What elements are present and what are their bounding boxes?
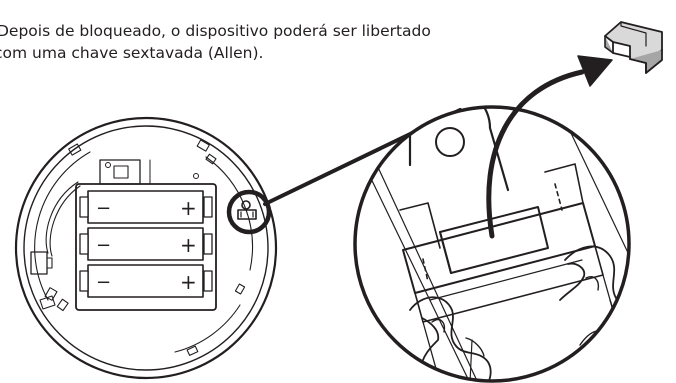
side-clip — [30, 251, 48, 275]
wire — [45, 181, 81, 257]
instruction-caption: Depois de bloqueado, o dispositivo poder… — [0, 20, 520, 64]
battery-cell: −+ — [79, 264, 213, 298]
battery-negative-label: − — [96, 272, 111, 293]
battery-contact — [203, 270, 213, 292]
ring-tab — [186, 345, 199, 356]
battery-contact — [79, 196, 89, 218]
battery-body — [87, 227, 204, 261]
device-outer-ring — [14, 116, 278, 380]
battery-negative-label: − — [96, 235, 111, 256]
lock-screw-icon — [237, 200, 257, 220]
zoom-detail — [353, 105, 631, 383]
battery-compartment — [75, 183, 217, 311]
battery-positive-label: + — [180, 196, 197, 220]
battery-contact — [79, 233, 89, 255]
curved-arrow-icon — [486, 55, 613, 239]
ring-tab — [68, 143, 82, 156]
battery-positive-label: + — [180, 270, 197, 294]
battery-positive-label: + — [180, 233, 197, 257]
battery-cell: −+ — [79, 190, 213, 224]
device-inner-ring — [23, 125, 269, 371]
caption-line-2: com uma chave sextavada (Allen). — [0, 44, 264, 62]
device-bottom-view: −+−+−+ — [14, 116, 278, 380]
ring-tab — [196, 139, 210, 152]
lock-screw-highlight — [226, 189, 272, 235]
battery-body — [87, 190, 204, 224]
battery-contact — [203, 196, 213, 218]
battery-contact — [203, 233, 213, 255]
battery-negative-label: − — [96, 198, 111, 219]
battery-body — [87, 264, 204, 298]
device-inner-rim — [34, 151, 91, 301]
ring-tab — [44, 287, 58, 301]
ring-tab — [56, 298, 69, 312]
battery-cell: −+ — [79, 227, 213, 261]
allen-key-icon — [604, 21, 663, 74]
battery-contact — [79, 270, 89, 292]
ring-tab — [205, 153, 217, 165]
mounting-hole — [435, 127, 465, 157]
zoom-circle-border — [353, 105, 631, 383]
ring-tab — [234, 283, 246, 295]
battery-stack: −+−+−+ — [79, 190, 213, 298]
caption-line-1: Depois de bloqueado, o dispositivo poder… — [0, 22, 431, 40]
